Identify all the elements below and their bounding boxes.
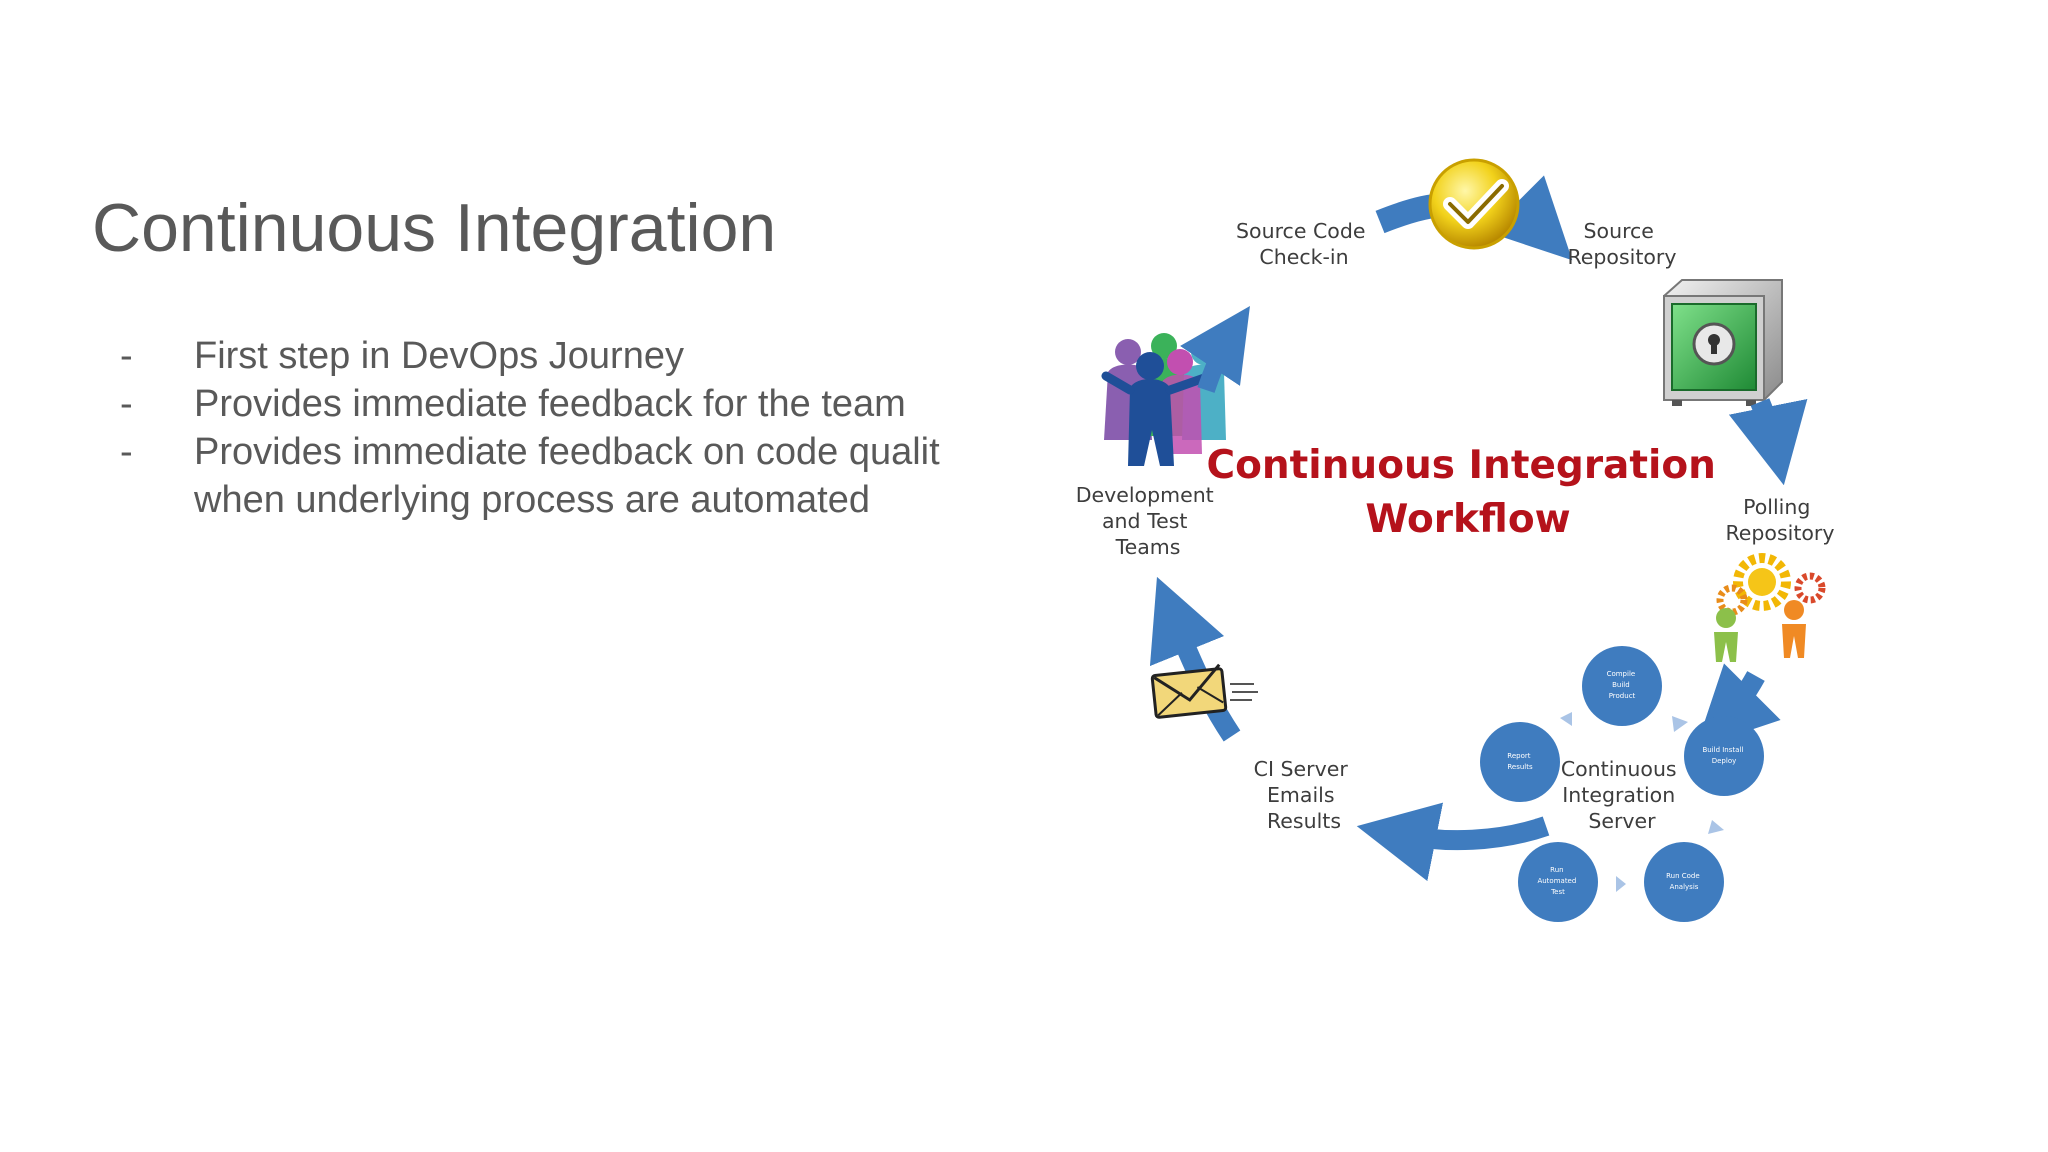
ci-workflow-diagram: Source Code Check-in Source Repository bbox=[1060, 140, 1860, 980]
svg-text:Build Install Deploy: Build Install Deploy bbox=[1702, 746, 1745, 765]
bullet-text: Provides immediate feedback for the team bbox=[194, 383, 906, 425]
label-source-repository: Source Repository bbox=[1567, 219, 1676, 269]
server-step-automated-test: Run Automated Test bbox=[1518, 842, 1598, 922]
bullet-item: - Provides immediate feedback for the te… bbox=[120, 380, 1000, 428]
svg-text:Run Code Analysis: Run Code Analysis bbox=[1666, 872, 1702, 891]
slide-title: Continuous Integration bbox=[92, 190, 777, 266]
server-step-build-deploy: Build Install Deploy bbox=[1684, 716, 1764, 796]
bullet-marker: - bbox=[120, 335, 133, 377]
server-step-code-analysis: Run Code Analysis bbox=[1644, 842, 1724, 922]
bullet-list: - First step in DevOps Journey - Provide… bbox=[120, 332, 1000, 524]
svg-text:Report Results: Report Results bbox=[1507, 752, 1533, 771]
svg-text:Run Automated: Run Automated Test bbox=[1537, 866, 1578, 896]
arrow-server-to-emails bbox=[1356, 802, 1550, 882]
gears-people-icon bbox=[1714, 553, 1826, 662]
label-dev-test-teams: Development and Test Teams bbox=[1076, 483, 1221, 559]
team-people-icon bbox=[1101, 333, 1226, 466]
svg-text:Compile Build: Compile Build Product bbox=[1607, 670, 1638, 700]
bullet-text: First step in DevOps Journey bbox=[194, 335, 684, 377]
diagram-center-title: Continuous Integration Workflow bbox=[1206, 443, 1729, 542]
bullet-item: - First step in DevOps Journey bbox=[120, 332, 1000, 380]
bullet-marker: - bbox=[120, 383, 133, 425]
bullet-marker: - bbox=[120, 431, 133, 473]
arrow-repo-to-polling bbox=[1728, 398, 1808, 486]
ci-workflow-svg: Source Code Check-in Source Repository bbox=[1076, 158, 1835, 922]
bullet-item: - Provides immediate feedback on code qu… bbox=[120, 428, 1000, 524]
label-polling-repository: Polling Repository bbox=[1725, 495, 1834, 545]
bullet-text: Provides immediate feedback on code qual… bbox=[194, 431, 940, 521]
arrow-polling-to-server bbox=[1695, 663, 1781, 749]
check-icon bbox=[1428, 158, 1520, 250]
envelope-icon bbox=[1150, 663, 1258, 719]
label-source-code-checkin: Source Code Check-in bbox=[1236, 219, 1372, 269]
safe-icon bbox=[1663, 279, 1783, 406]
label-ci-emails-results: CI Server Emails Results bbox=[1254, 757, 1355, 833]
label-ci-server: Continuous Integration Server bbox=[1561, 757, 1683, 833]
arrow-teams-to-checkin bbox=[1180, 306, 1250, 393]
server-step-report-results: Report Results bbox=[1480, 722, 1560, 802]
server-step-compile: Compile Build Product bbox=[1582, 646, 1662, 726]
